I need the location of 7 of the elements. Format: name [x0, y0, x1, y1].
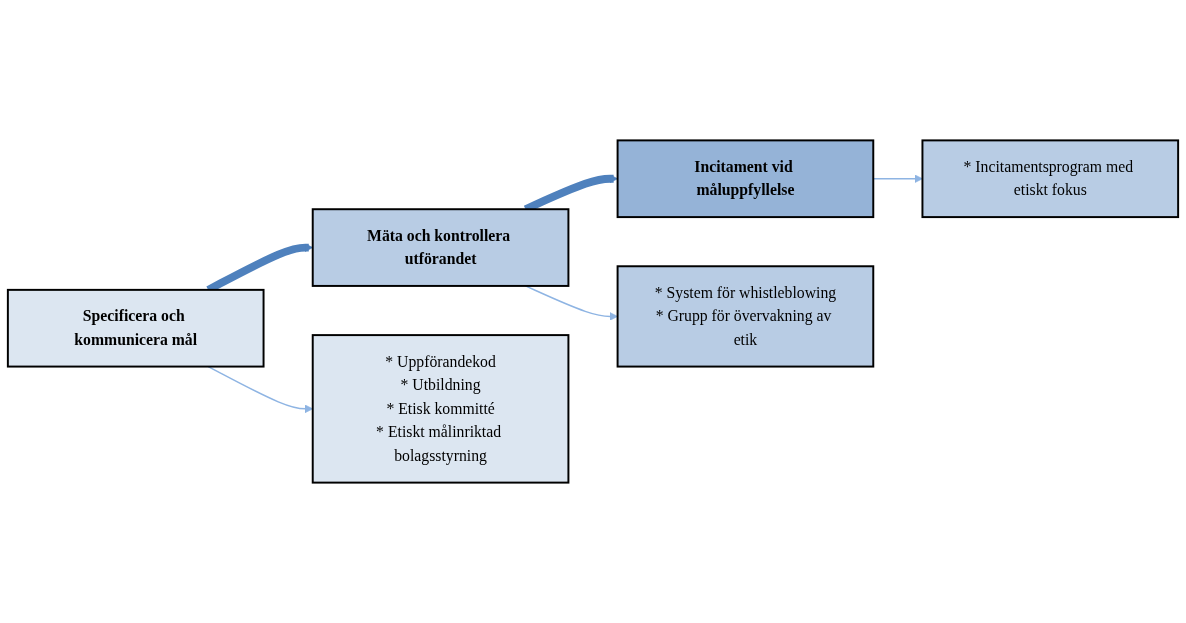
arrow — [524, 285, 618, 321]
node-box: * Uppförandekod * Utbildning * Etisk kommitté * Etiskt målinriktad bolagsstyrning — [311, 334, 570, 484]
node-box: * System för whistleblowing * Grupp för övervakning av etik — [616, 265, 875, 368]
node-box: Incitament vid måluppfyllelse — [616, 139, 875, 219]
node-box: Mäta och kontrollera utförandet — [311, 208, 570, 287]
node-box: Specificera och kommunicera mål — [6, 288, 265, 368]
node-box: * Incitamentsprogram med etiskt fokus — [921, 139, 1180, 219]
